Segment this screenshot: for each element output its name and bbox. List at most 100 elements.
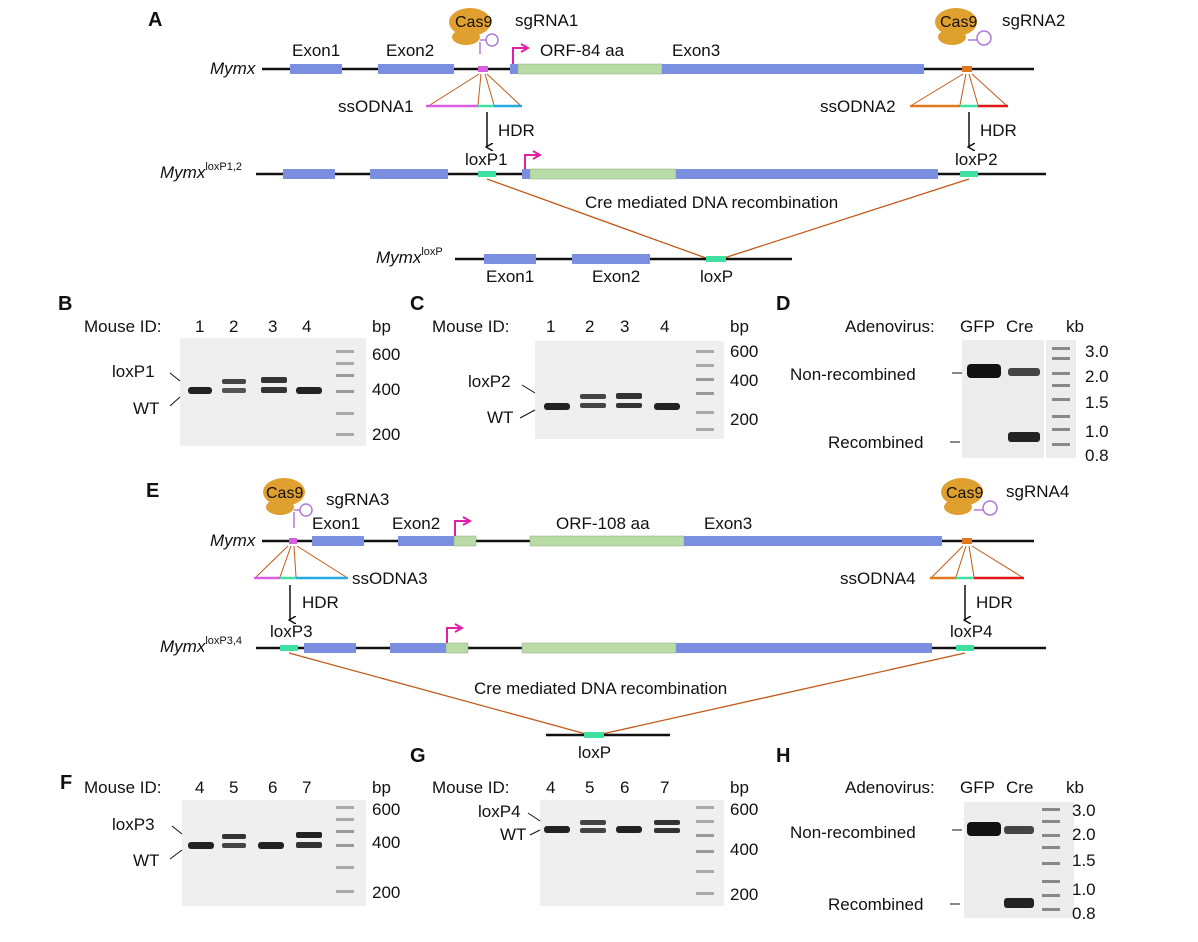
gel-band [967, 364, 1001, 378]
cas9-icon [449, 8, 499, 54]
ladder-label: 600 [730, 342, 758, 361]
ladder-label: 0.8 [1085, 446, 1109, 465]
loxp4-site [956, 645, 974, 651]
cas9-icon [941, 478, 998, 516]
gel-band [654, 828, 680, 833]
gel-band [222, 388, 246, 393]
sgrna4-target [962, 538, 972, 544]
lane-label: 6 [620, 778, 629, 797]
ladder-band [696, 428, 714, 431]
unit-label: bp [730, 317, 749, 336]
ladder-band [336, 818, 354, 821]
band-label-wt: WT [500, 825, 526, 844]
exon1-box [304, 643, 356, 653]
exon3-box [676, 169, 938, 179]
sgrna3-target [289, 538, 297, 544]
gel-band [967, 822, 1001, 836]
mouse-id-label: Mouse ID: [84, 778, 161, 797]
ladder-label: 1.5 [1072, 851, 1096, 870]
exon3-label: Exon3 [672, 41, 720, 60]
loxp1-label: loxP1 [465, 150, 508, 169]
sgrna1-label: sgRNA1 [515, 11, 578, 30]
loxp-label: loxP [578, 743, 611, 762]
ladder-band [696, 820, 714, 823]
ladder-label: 600 [730, 800, 758, 819]
orf-box [521, 642, 677, 654]
ladder-label: 400 [372, 833, 400, 852]
ladder-label: 0.8 [1072, 904, 1096, 923]
exon3-label: Exon3 [704, 514, 752, 533]
ladder-label: 400 [730, 371, 758, 390]
mouse-id-label: Mouse ID: [432, 317, 509, 336]
sgrna1-target [478, 66, 488, 72]
gel-band [580, 403, 606, 408]
band-pointer [171, 825, 183, 835]
ladder-band [336, 806, 354, 809]
ladder-band [336, 844, 354, 847]
exon1-box [312, 536, 364, 546]
ladder-band [696, 870, 714, 873]
gene-label-mymx: Mymx [210, 59, 256, 78]
gel-band [616, 393, 642, 399]
unit-label: kb [1066, 317, 1084, 336]
hdr-label: HDR [980, 121, 1017, 140]
ladder-band [696, 350, 714, 353]
lane-label: 5 [229, 778, 238, 797]
ladder-band [1052, 398, 1070, 401]
loxp3-site [280, 645, 298, 651]
lane-label-cre: Cre [1006, 317, 1033, 336]
lane-label: 7 [660, 778, 669, 797]
mouse-id-label: Mouse ID: [432, 778, 509, 797]
lane-label: 4 [195, 778, 204, 797]
ladder-band [1052, 357, 1070, 360]
band-label-wt: WT [487, 408, 513, 427]
cas9-label: Cas9 [946, 485, 983, 502]
band-label-non-recombined: Non-recombined [790, 365, 916, 384]
band-pointer [169, 396, 181, 407]
band-pointer [519, 409, 536, 419]
band-label-wt: WT [133, 399, 159, 418]
gel-band [222, 834, 246, 839]
panel-letter-a: A [148, 9, 162, 31]
ssodna3-homology-fan [254, 545, 348, 580]
lane-label: 4 [546, 778, 555, 797]
exon2-coding-box [445, 642, 469, 654]
orf-box [529, 168, 677, 180]
lane-label: 2 [229, 317, 238, 336]
panel-letter-d: D [776, 293, 790, 315]
panel-b: B Mouse ID: 1 2 3 4 bp 600 400 200 loxP1… [58, 293, 400, 446]
ladder-band [696, 834, 714, 837]
exon2-label: Exon2 [386, 41, 434, 60]
cas9-label: Cas9 [940, 14, 977, 31]
gel-band [296, 832, 322, 838]
ladder-band [1052, 384, 1070, 387]
exon3-box [662, 64, 924, 74]
mouse-id-label: Mouse ID: [84, 317, 161, 336]
gel-band [616, 403, 642, 408]
ladder-band [696, 364, 714, 367]
orf-box [517, 63, 663, 75]
panel-f: F Mouse ID: 4 5 6 7 bp 600 400 200 loxP3… [60, 772, 400, 906]
ladder-label: 1.0 [1072, 880, 1096, 899]
panel-letter-g: G [410, 745, 426, 767]
ladder-band [336, 433, 354, 436]
ssodna4-label: ssODNA4 [840, 569, 916, 588]
cre-recombination-label: Cre mediated DNA recombination [585, 193, 838, 212]
ladder-label: 200 [372, 425, 400, 444]
gel-image [540, 800, 724, 906]
gel-band [1004, 898, 1034, 908]
gel-band [1008, 368, 1040, 376]
gel-image [535, 341, 724, 439]
gel-band [261, 387, 287, 393]
ladder-band [696, 378, 714, 381]
gel-band [188, 387, 212, 394]
band-pointer [527, 812, 541, 822]
exon1-label: Exon1 [486, 267, 534, 286]
band-pointer [169, 372, 181, 382]
ladder-band [1042, 880, 1060, 883]
lane-label-gfp: GFP [960, 317, 995, 336]
lane-label: 5 [585, 778, 594, 797]
promoter-arrow-icon [524, 155, 540, 169]
loxp1-site [478, 171, 496, 177]
